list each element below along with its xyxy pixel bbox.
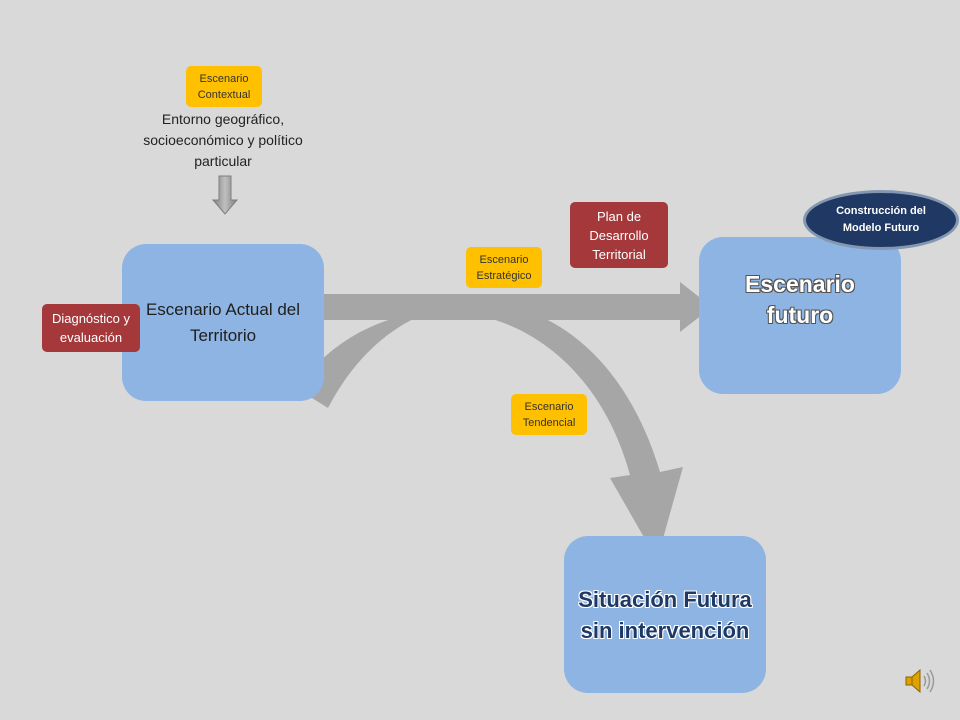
development-plan-tag-label: Plan de Desarrollo Territorial bbox=[589, 208, 649, 262]
development-plan-tag: Plan de Desarrollo Territorial bbox=[570, 202, 668, 268]
future-model-badge-label: Construcción del Modelo Futuro bbox=[836, 205, 926, 234]
strategic-scenario-tag-label: Escenario Estratégico bbox=[476, 253, 532, 282]
tendential-scenario-tag: Escenario Tendencial bbox=[511, 394, 587, 435]
strategic-scenario-tag: Escenario Estratégico bbox=[466, 247, 542, 288]
future-scenario-title: Escenario futuro bbox=[745, 270, 855, 328]
down-arrow-icon bbox=[211, 175, 239, 215]
no-intervention-title: Situación Futura sin intervención bbox=[578, 586, 752, 643]
current-scenario-box: Escenario Actual del Territorio bbox=[122, 244, 324, 401]
contextual-description-text: Entorno geográfico, socioeconómico y pol… bbox=[143, 110, 303, 169]
contextual-scenario-tag-label: Escenario Contextual bbox=[197, 72, 251, 101]
future-scenario-box: Escenario futuro bbox=[699, 237, 901, 394]
contextual-description: Entorno geográfico, socioeconómico y pol… bbox=[130, 110, 316, 170]
contextual-scenario-tag: Escenario Contextual bbox=[186, 66, 262, 107]
current-scenario-title: Escenario Actual del Territorio bbox=[145, 299, 301, 345]
diagnosis-tag-label: Diagnóstico y evaluación bbox=[51, 311, 131, 345]
tendential-scenario-tag-label: Escenario Tendencial bbox=[522, 400, 576, 429]
no-intervention-box: Situación Futura sin intervención bbox=[564, 536, 766, 693]
speaker-icon[interactable] bbox=[904, 665, 938, 697]
future-model-badge: Construcción del Modelo Futuro bbox=[803, 190, 959, 250]
tendential-arrow bbox=[296, 303, 683, 560]
diagnosis-tag: Diagnóstico y evaluación bbox=[42, 304, 140, 352]
